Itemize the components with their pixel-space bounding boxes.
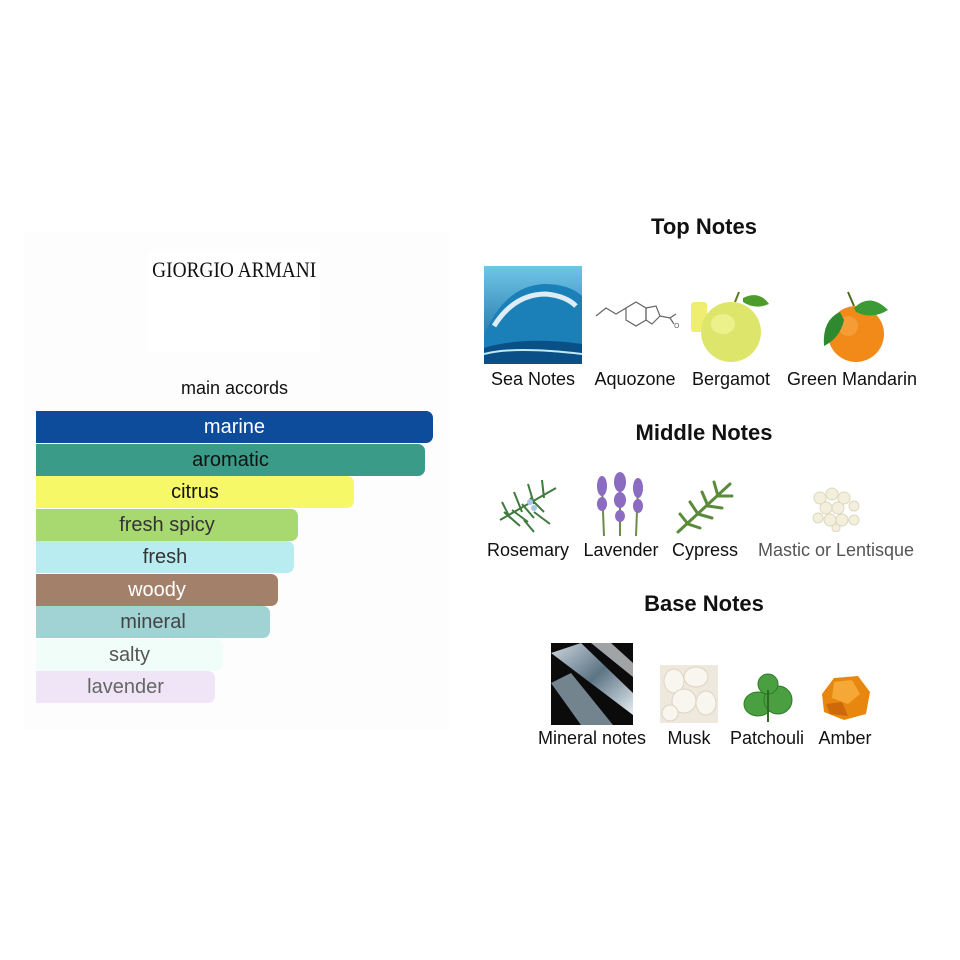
musk-icon xyxy=(660,665,718,723)
note-mineral-notes: Mineral notes xyxy=(537,728,647,748)
patchouli-icon xyxy=(743,673,793,722)
accord-bar-salty: salty xyxy=(36,639,223,671)
molecule-icon: O xyxy=(595,301,680,330)
note-sea-notes: Sea Notes xyxy=(490,369,576,389)
accord-bar-fresh-spicy: fresh spicy xyxy=(36,509,298,541)
accords-title: main accords xyxy=(180,378,289,398)
accord-label: mineral xyxy=(120,610,186,633)
lavender-icon xyxy=(597,472,643,536)
top-notes-title: Top Notes xyxy=(651,214,757,239)
accord-bar-citrus: citrus xyxy=(36,476,354,508)
rosemary-icon xyxy=(499,479,557,533)
mineral-icon xyxy=(551,643,633,725)
accord-bar-mineral: mineral xyxy=(36,606,270,638)
note-green-mandarin: Green Mandarin xyxy=(786,369,918,389)
note-mastic: Mastic or Lentisque xyxy=(757,540,915,560)
mandarin-icon xyxy=(823,291,888,362)
accord-label: fresh spicy xyxy=(119,513,215,536)
note-bergamot: Bergamot xyxy=(691,369,771,389)
amber-icon xyxy=(822,676,870,720)
accord-label: marine xyxy=(203,415,266,438)
note-lavender: Lavender xyxy=(583,540,659,560)
accord-label: fresh xyxy=(142,545,188,568)
bergamot-icon xyxy=(691,291,769,362)
note-patchouli: Patchouli xyxy=(729,728,805,748)
brand-logo: GIORGIO ARMANI xyxy=(148,252,320,352)
accord-label: woody xyxy=(128,578,186,601)
accord-bar-lavender: lavender xyxy=(36,671,215,703)
middle-notes-title: Middle Notes xyxy=(635,420,773,445)
cypress-icon xyxy=(676,480,734,534)
note-aquozone: Aquozone xyxy=(594,369,676,389)
note-cypress: Cypress xyxy=(671,540,739,560)
accord-bar-woody: woody xyxy=(36,574,278,606)
accord-label: salty xyxy=(108,643,151,666)
accord-bar-aromatic: aromatic xyxy=(36,444,425,476)
note-musk: Musk xyxy=(667,728,711,748)
brand-name: GIORGIO ARMANI xyxy=(151,257,317,282)
accord-bar-fresh: fresh xyxy=(36,541,294,573)
accord-label: aromatic xyxy=(192,448,269,471)
note-rosemary: Rosemary xyxy=(486,540,570,560)
base-notes-title: Base Notes xyxy=(644,591,764,616)
accord-label: citrus xyxy=(171,480,219,503)
mastic-icon xyxy=(812,487,860,532)
wave-icon xyxy=(484,266,582,364)
svg-text:O: O xyxy=(674,322,680,330)
note-amber: Amber xyxy=(818,728,872,748)
accord-label: lavender xyxy=(87,675,164,698)
accord-bar-marine: marine xyxy=(36,411,433,443)
